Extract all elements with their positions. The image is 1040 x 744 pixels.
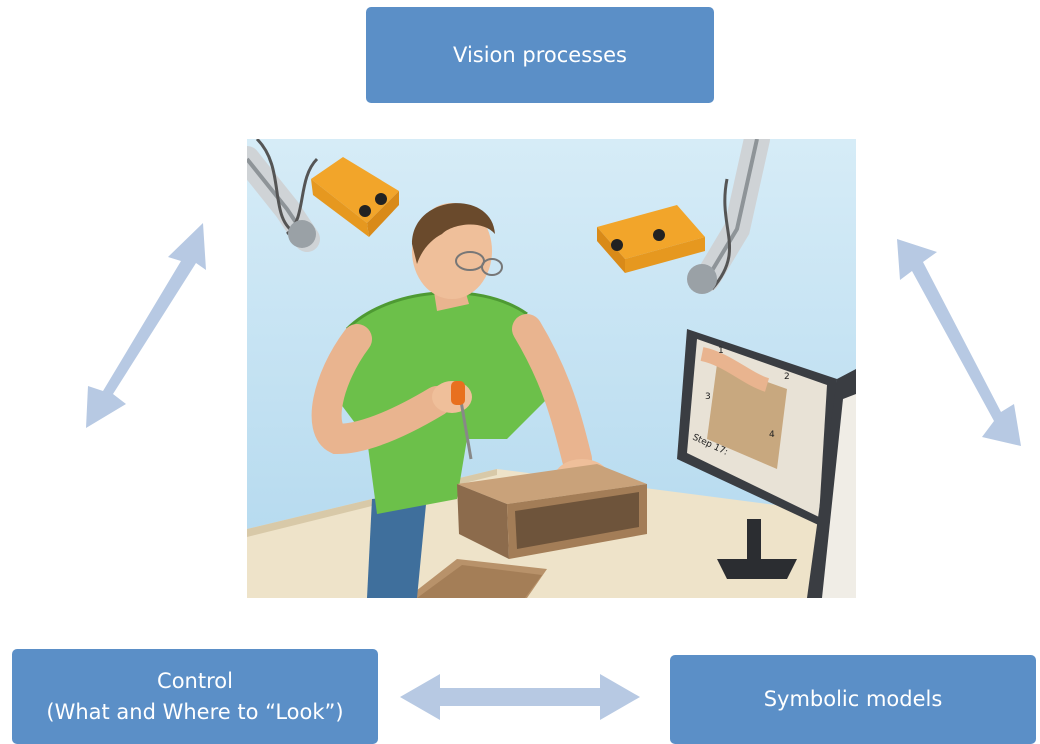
control-box: Control (What and Where to “Look”) [12,649,378,744]
monitor-marker-2: 2 [784,372,790,382]
left-camera [247,139,399,252]
board-stack [407,559,547,598]
second-monitor [807,369,856,598]
right-double-arrow [897,239,1021,446]
symbolic-models-label: Symbolic models [763,687,943,711]
assembly-illustration: 1 2 3 4 Step 17: [247,139,856,598]
monitor-marker-4: 4 [769,430,775,440]
right-camera [597,139,770,294]
monitor-marker-1: 1 [718,346,724,356]
symbolic-models-box: Symbolic models [670,655,1036,744]
vision-processes-box: Vision processes [366,7,714,103]
left-double-arrow [86,223,206,428]
vision-processes-label: Vision processes [453,42,627,67]
monitor: 1 2 3 4 Step 17: [677,329,837,579]
control-sublabel: (What and Where to “Look”) [46,699,344,724]
control-label: Control [157,668,233,693]
monitor-marker-3: 3 [705,392,711,402]
person [311,203,610,598]
wooden-box [457,464,647,559]
bottom-double-arrow [400,674,640,720]
